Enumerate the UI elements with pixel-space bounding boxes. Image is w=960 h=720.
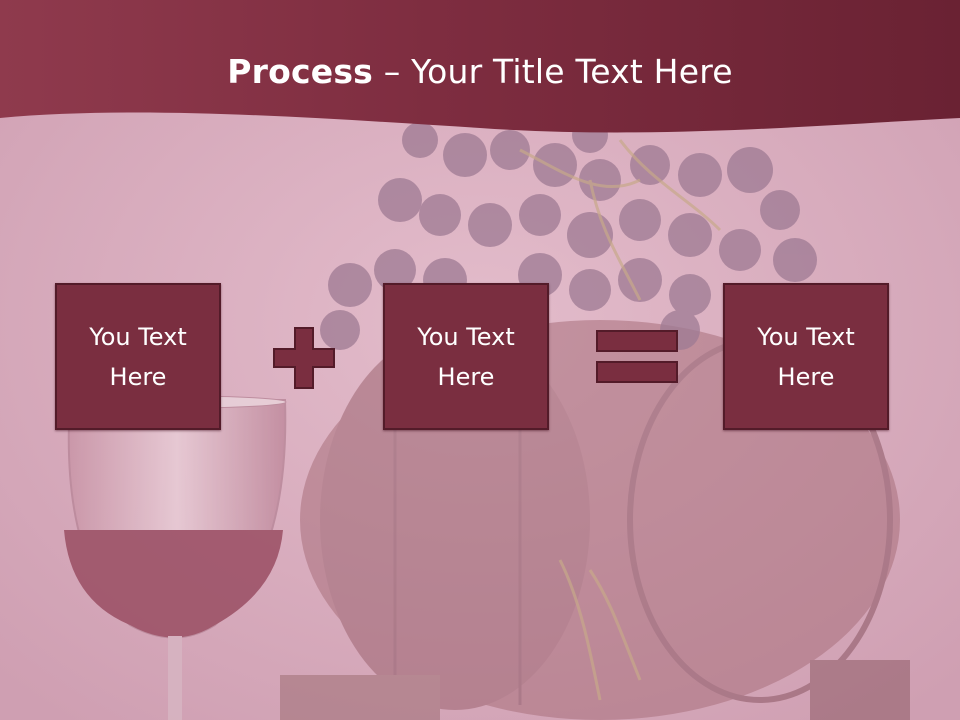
process-box-2-text: You Text Here	[417, 317, 515, 397]
process-box-3[interactable]: You Text Here	[723, 283, 889, 430]
equals-icon	[596, 330, 678, 383]
process-box-1[interactable]: You Text Here	[55, 283, 221, 430]
box-line-2: Here	[777, 362, 835, 391]
box-line-2: Here	[437, 362, 495, 391]
header-band	[0, 0, 960, 133]
box-line-2: Here	[109, 362, 167, 391]
box-line-1: You Text	[757, 322, 855, 351]
plus-icon	[273, 327, 335, 389]
title-rest: – Your Title Text Here	[373, 52, 733, 91]
title-bold: Process	[227, 52, 374, 91]
box-line-1: You Text	[417, 322, 515, 351]
process-box-1-text: You Text Here	[89, 317, 187, 397]
box-line-1: You Text	[89, 322, 187, 351]
process-box-2[interactable]: You Text Here	[383, 283, 549, 430]
slide-title: Process – Your Title Text Here	[0, 52, 960, 91]
process-box-3-text: You Text Here	[757, 317, 855, 397]
grapes-illustration	[320, 117, 817, 350]
